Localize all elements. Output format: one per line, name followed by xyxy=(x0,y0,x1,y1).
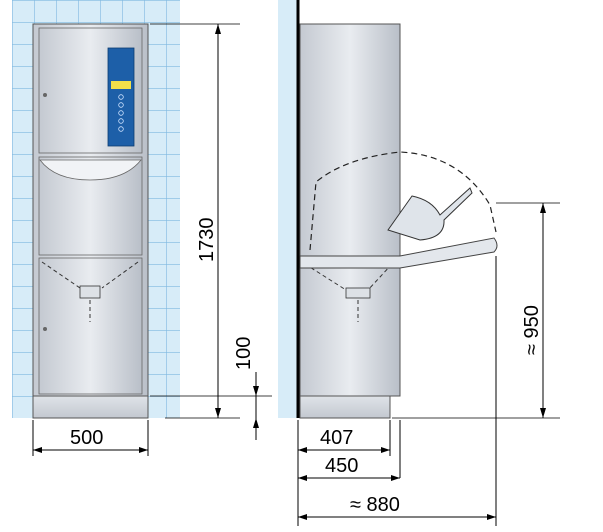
front-lower-door xyxy=(38,257,143,395)
control-label-panel xyxy=(107,47,135,147)
lock-icon xyxy=(43,93,47,97)
side-cabinet-lower xyxy=(299,261,401,397)
open-door xyxy=(299,237,498,269)
hopper-opening xyxy=(39,159,142,181)
front-base xyxy=(32,395,149,419)
lock-icon xyxy=(43,327,47,331)
side-view xyxy=(278,0,498,419)
side-dimensions: 407 450 ≈ 880 xyxy=(297,256,497,526)
label-panel-stripe xyxy=(111,81,131,89)
depth-open-label: ≈ 880 xyxy=(350,494,400,516)
depth-closed-label: 407 xyxy=(320,427,353,449)
base-height-dimension: 100 xyxy=(150,337,272,440)
total-height-label: 1730 xyxy=(196,218,218,263)
side-wall xyxy=(278,0,298,418)
door-swing-arc-dashed xyxy=(309,151,497,251)
utensil-on-door xyxy=(387,187,473,241)
open-height-dimension: ≈ 950 xyxy=(392,202,560,419)
depth-door-label: 450 xyxy=(325,455,358,477)
side-cabinet-upper xyxy=(299,23,401,257)
base-height-label: 100 xyxy=(233,337,255,370)
front-dimensions: 500 xyxy=(32,420,149,456)
internal-funnel-dashed xyxy=(41,261,139,322)
side-base xyxy=(299,395,391,419)
drain-fitting xyxy=(79,285,101,299)
front-view xyxy=(12,0,180,419)
height-dimension: 1730 xyxy=(150,23,240,419)
width-label: 500 xyxy=(70,427,103,449)
open-height-label: ≈ 950 xyxy=(521,305,543,355)
side-drain-fitting xyxy=(345,287,371,299)
